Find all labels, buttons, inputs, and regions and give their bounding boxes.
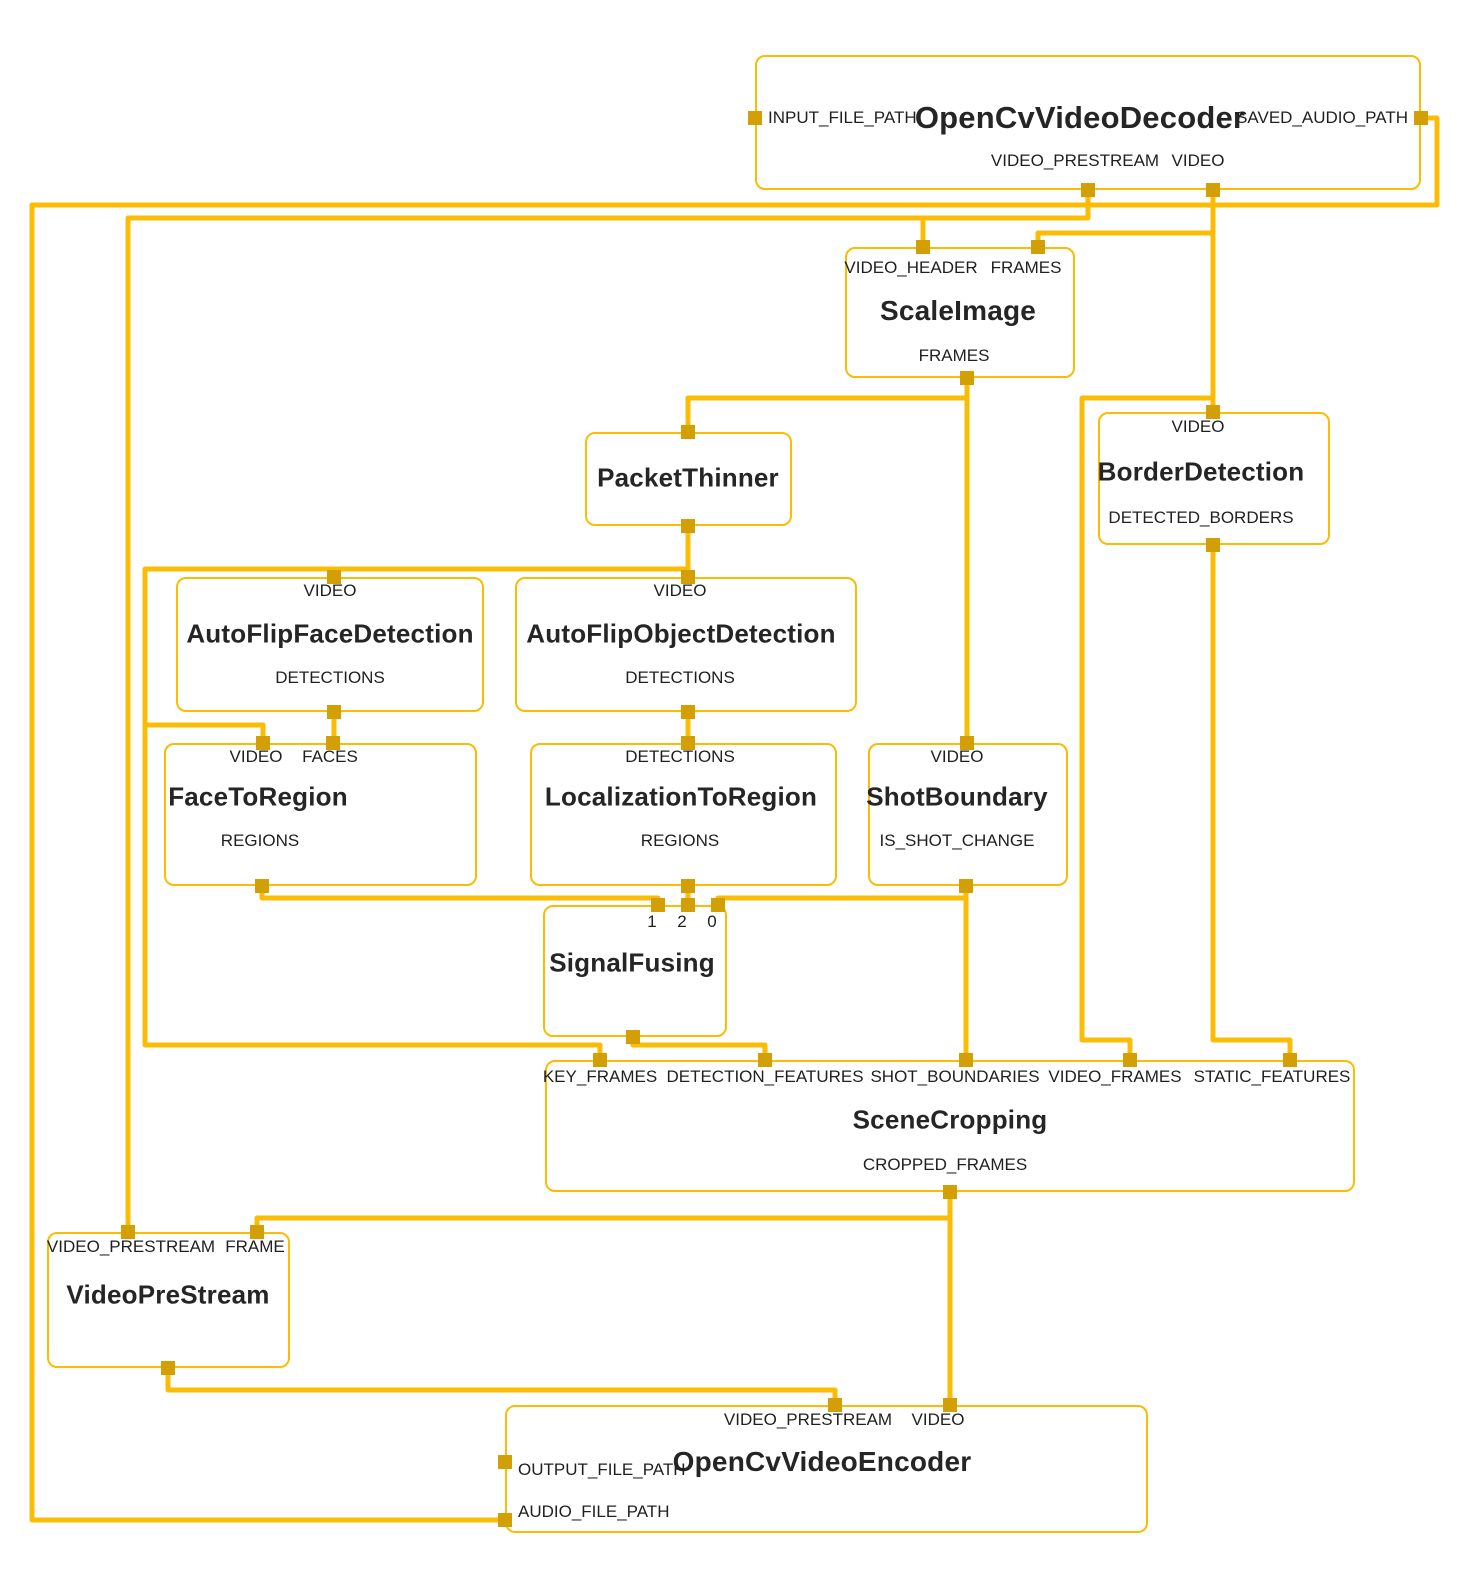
node-title-objectdetection: AutoFlipObjectDetection <box>526 618 836 649</box>
port-label-facetoregion-0: VIDEO <box>229 747 283 766</box>
node-title-scaleimage: ScaleImage <box>879 295 1037 326</box>
port-label-facetoregion-2: REGIONS <box>220 831 300 850</box>
node-title-facedetection: AutoFlipFaceDetection <box>186 618 474 649</box>
port-label-decoder-3: VIDEO <box>1171 151 1225 170</box>
port-label-borderdetection-0: VIDEO <box>1171 417 1225 436</box>
node-title-localizationtoregion: LocalizationToRegion <box>544 781 818 812</box>
port-label-encoder-3: AUDIO_FILE_PATH <box>518 1502 670 1521</box>
node-title-borderdetection: BorderDetection <box>1097 456 1305 487</box>
edge-video-frames-to-packetthinner <box>685 395 967 432</box>
node-title-shotboundary: ShotBoundary <box>866 781 1048 812</box>
port-label-scaleimage-0: VIDEO_HEADER <box>844 258 978 277</box>
node-title-facetoregion: FaceToRegion <box>168 781 348 812</box>
node-title-encoder: OpenCvVideoEncoder <box>672 1446 972 1477</box>
port-label-videoprestream-1: FRAME <box>225 1237 285 1256</box>
port-label-decoder-1: SAVED_AUDIO_PATH <box>1236 108 1408 127</box>
port-label-facetoregion-1: FACES <box>302 747 358 766</box>
edge-detected-borders <box>1210 545 1293 1060</box>
node-title-scenecropping: SceneCropping <box>852 1104 1048 1135</box>
port-label-scenecropping-4: STATIC_FEATURES <box>1193 1067 1351 1086</box>
node-title-videoprestream: VideoPreStream <box>66 1279 270 1310</box>
port-label-localizationtoregion-0: DETECTIONS <box>625 747 735 766</box>
port-label-scaleimage-1: FRAMES <box>990 258 1062 277</box>
edge-salient-regions <box>630 1037 768 1060</box>
edge-cropped-frames-to-videoprestream <box>254 1215 950 1232</box>
port-label-encoder-2: OUTPUT_FILE_PATH <box>518 1460 686 1479</box>
port-label-scenecropping-3: VIDEO_FRAMES <box>1048 1067 1182 1086</box>
port-label-signalfusing-1: 2 <box>677 912 687 931</box>
edge-down-sampled-to-facetoregion <box>145 722 266 743</box>
node-title-packetthinner: PacketThinner <box>597 462 779 493</box>
node-title-decoder: OpenCvVideoDecoder <box>914 100 1246 135</box>
port-label-scenecropping-2: SHOT_BOUNDARIES <box>870 1067 1040 1086</box>
port-label-encoder-0: VIDEO_PRESTREAM <box>723 1410 893 1429</box>
port-label-scenecropping-1: DETECTION_FEATURES <box>666 1067 864 1086</box>
port-label-shotboundary-0: VIDEO <box>930 747 984 766</box>
port-label-scenecropping-0: KEY_FRAMES <box>542 1067 658 1086</box>
port-label-decoder-0: INPUT_FILE_PATH <box>768 108 917 127</box>
port-label-signalfusing-0: 1 <box>647 912 657 931</box>
port-label-objectdetection-1: DETECTIONS <box>625 668 735 687</box>
port-label-encoder-1: VIDEO <box>911 1410 965 1429</box>
port-label-facedetection-1: DETECTIONS <box>275 668 385 687</box>
port-label-signalfusing-2: 0 <box>707 912 717 931</box>
port-label-scaleimage-2: FRAMES <box>918 346 990 365</box>
port-label-decoder-2: VIDEO_PRESTREAM <box>990 151 1160 170</box>
port-label-scenecropping-5: CROPPED_FRAMES <box>862 1155 1028 1174</box>
port-label-facedetection-0: VIDEO <box>303 581 357 600</box>
port-label-shotboundary-1: IS_SHOT_CHANGE <box>879 831 1035 850</box>
edge-face-regions <box>259 886 661 905</box>
edge-video-raw-to-scale-frames <box>1035 230 1213 247</box>
port-label-borderdetection-1: DETECTED_BORDERS <box>1108 508 1294 527</box>
edge-shot-change-to-fusing <box>715 886 969 905</box>
port-label-objectdetection-0: VIDEO <box>653 581 707 600</box>
edge-output-video-header <box>165 1368 838 1405</box>
port-label-localizationtoregion-1: REGIONS <box>640 831 720 850</box>
port-label-videoprestream-0: VIDEO_PRESTREAM <box>46 1237 216 1256</box>
node-title-signalfusing: SignalFusing <box>549 947 715 978</box>
